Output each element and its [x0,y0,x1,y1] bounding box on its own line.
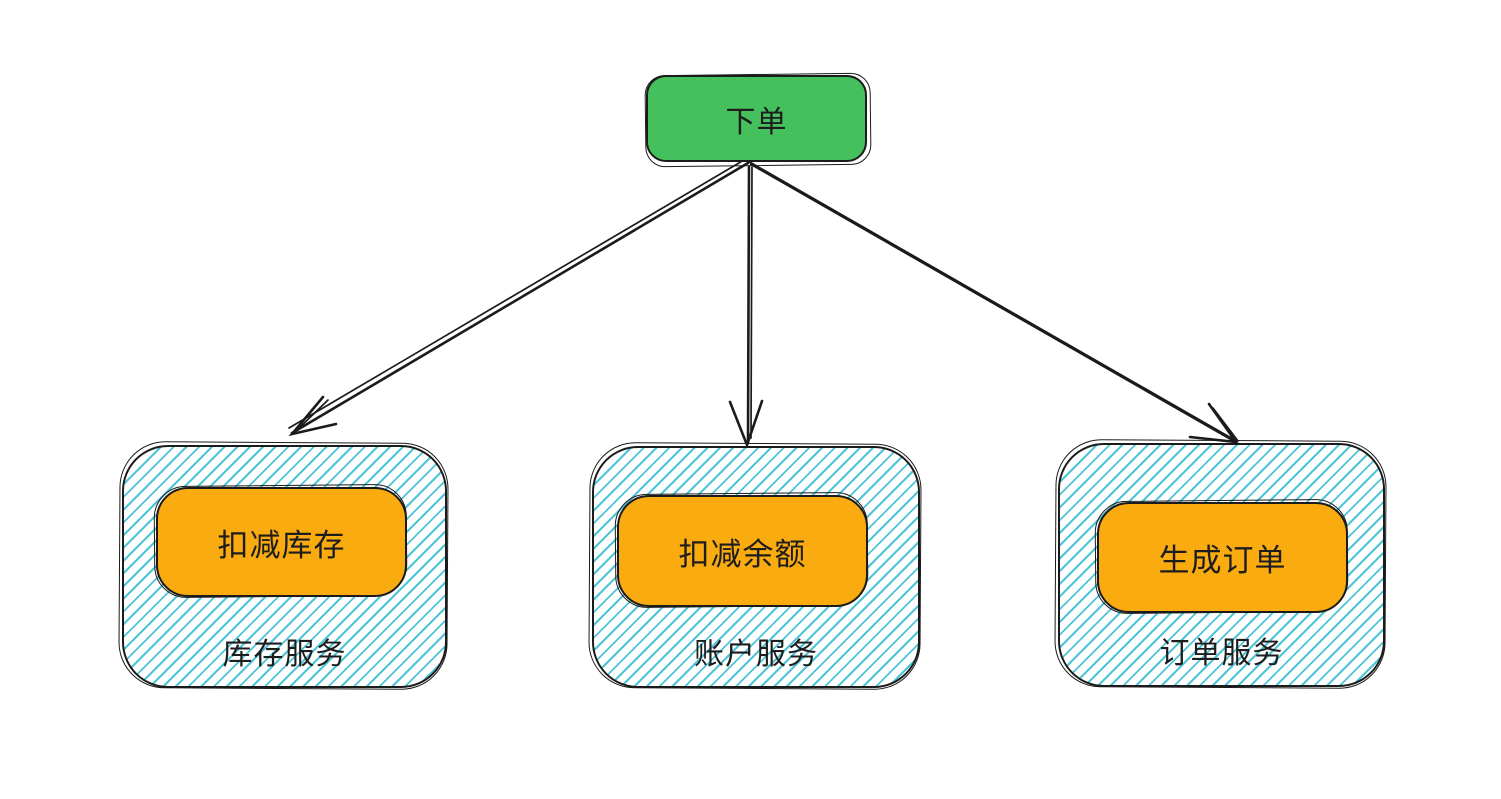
edge-order-to-account-service [728,165,764,449]
node-place-order-label: 下单 [725,105,788,139]
container-order-service-label: 订单服务 [1159,637,1284,670]
node-create-order: 生成订单 [1097,502,1348,613]
container-inventory-service: 扣减库存 库存服务 [122,445,447,688]
container-order-service: 生成订单 订单服务 [1058,443,1385,687]
container-account-service: 扣减余额 账户服务 [592,446,920,688]
edge-order-to-order-service [747,160,1239,444]
container-inventory-service-label: 库存服务 [222,638,347,671]
node-deduct-balance: 扣减余额 [617,495,868,607]
container-account-service-label: 账户服务 [694,638,818,671]
node-deduct-inventory-label: 扣减库存 [217,527,346,563]
node-place-order: 下单 [646,75,867,162]
node-deduct-balance-label: 扣减余额 [678,536,807,572]
node-create-order-label: 生成订单 [1158,543,1287,578]
edge-order-to-inventory-service [288,159,750,437]
node-deduct-inventory: 扣减库存 [156,487,407,597]
